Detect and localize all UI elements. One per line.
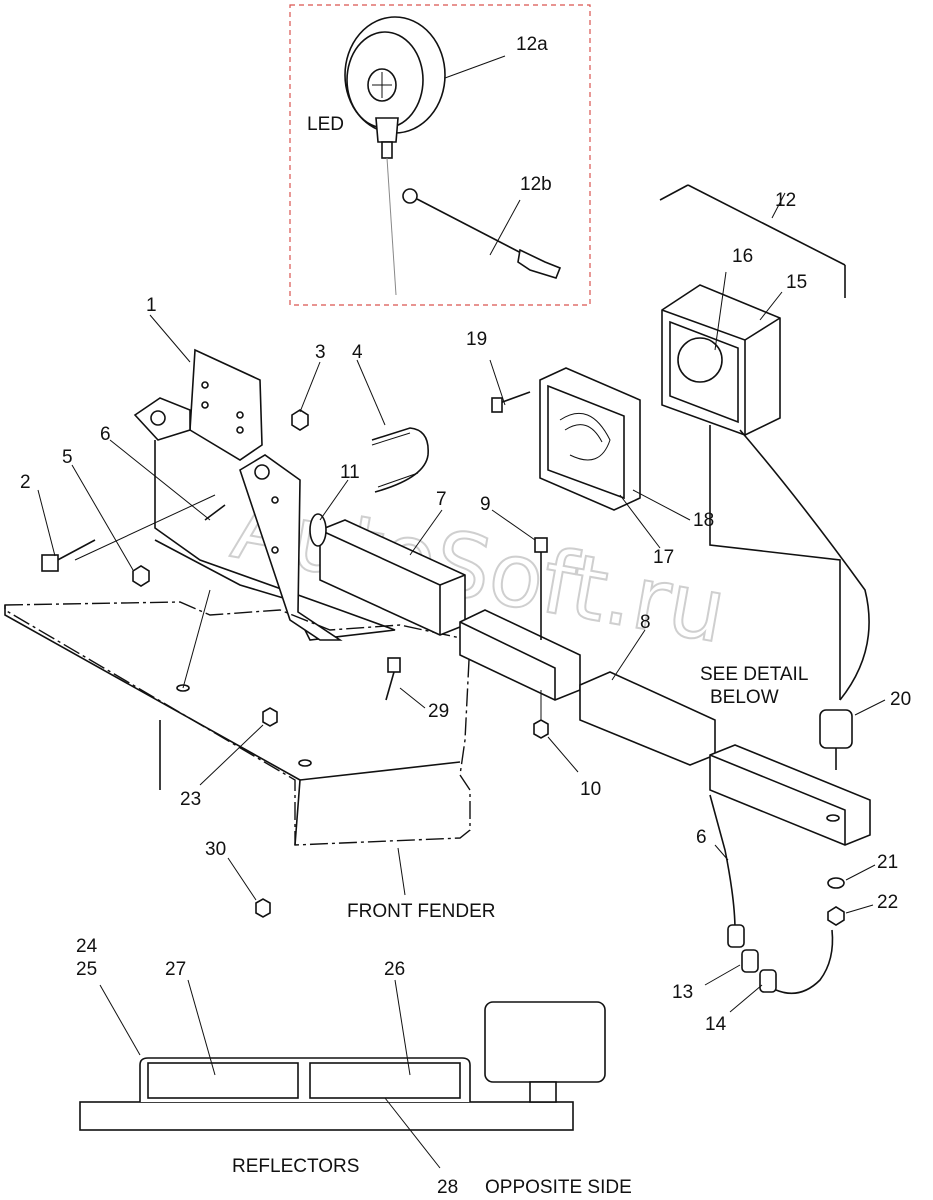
caption-front-fender: FRONT FENDER	[347, 901, 495, 922]
label-7: 7	[436, 489, 447, 510]
leader-lines	[37, 55, 886, 1169]
label-11: 11	[340, 462, 360, 483]
label-18: 18	[693, 510, 714, 531]
label-21: 21	[877, 852, 898, 873]
label-26: 26	[384, 959, 405, 980]
label-23: 23	[180, 789, 201, 810]
label-12b: 12b	[520, 174, 552, 195]
captions: LED SEE DETAIL BELOW FRONT FENDER REFLEC…	[232, 114, 808, 1198]
label-6-top: 6	[100, 424, 111, 445]
label-8: 8	[640, 612, 651, 633]
label-15: 15	[786, 272, 807, 293]
caption-led: LED	[307, 114, 344, 135]
wire-harness	[709, 794, 834, 995]
mounting-bracket	[41, 348, 429, 641]
label-1: 1	[146, 295, 157, 316]
label-19: 19	[466, 329, 487, 350]
caption-reflectors: REFLECTORS	[232, 1156, 359, 1177]
label-29: 29	[428, 701, 449, 722]
grommet-hardware	[819, 709, 853, 926]
label-12a: 12a	[516, 34, 548, 55]
label-14: 14	[705, 1014, 727, 1035]
mounting-tube	[255, 513, 871, 918]
label-12: 12	[775, 190, 796, 211]
front-fender	[4, 589, 471, 846]
label-30: 30	[205, 839, 226, 860]
label-13: 13	[672, 982, 693, 1003]
label-2: 2	[20, 472, 31, 493]
led-detail-box	[289, 4, 591, 306]
caption-opposite-side: OPPOSITE SIDE	[485, 1177, 632, 1198]
label-25: 25	[76, 959, 97, 980]
reflector-bar	[79, 1001, 606, 1131]
label-24: 24	[76, 936, 98, 957]
caption-see-detail: SEE DETAIL	[700, 664, 808, 685]
label-20: 20	[890, 689, 911, 710]
label-28: 28	[437, 1177, 458, 1198]
caption-below: BELOW	[710, 687, 779, 708]
label-4: 4	[352, 342, 363, 363]
label-5: 5	[62, 447, 73, 468]
label-27: 27	[165, 959, 186, 980]
work-light-assembly	[491, 184, 870, 701]
label-17: 17	[653, 547, 674, 568]
label-22: 22	[877, 892, 898, 913]
label-3: 3	[315, 342, 326, 363]
part-labels: 12a 12b 12 16 15 19 1 3 4 6 5 2 11 7 9 1…	[20, 34, 911, 1198]
label-10: 10	[580, 779, 601, 800]
label-6-bottom: 6	[696, 827, 707, 848]
label-9: 9	[480, 494, 491, 515]
label-16: 16	[732, 246, 753, 267]
